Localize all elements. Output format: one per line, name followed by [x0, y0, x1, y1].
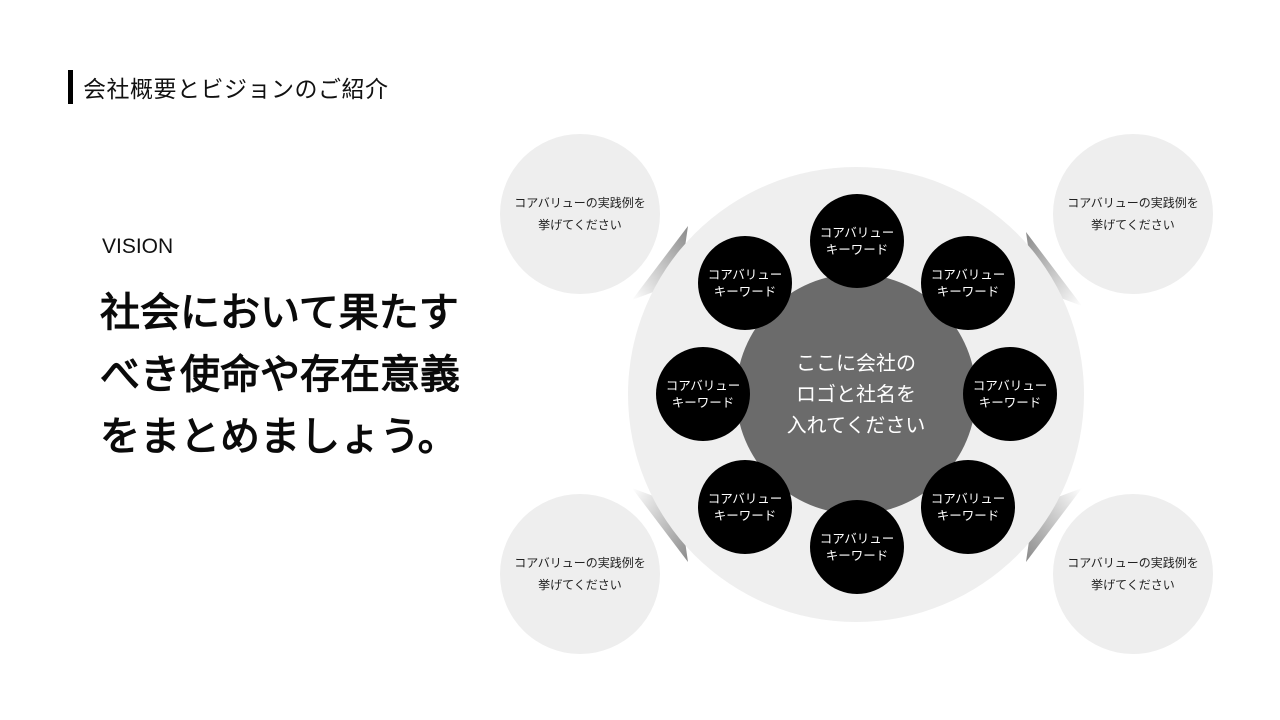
example-text: 挙げてください — [1091, 578, 1175, 592]
example-text: コアバリューの実践例を — [1067, 556, 1199, 570]
keyword-circle-top-left: コアバリュー キーワード — [698, 236, 792, 330]
center-text: 入れてください — [786, 412, 926, 437]
keyword-text: キーワード — [825, 548, 889, 563]
keyword-circle-top-right: コアバリュー キーワード — [921, 236, 1015, 330]
slide-title: 会社概要とビジョンのご紹介 — [83, 77, 389, 103]
vision-line: べき使命や存在意義 — [100, 352, 460, 398]
keyword-circle-bottom: コアバリュー キーワード — [810, 500, 904, 594]
example-text: コアバリューの実践例を — [514, 196, 646, 210]
example-bubble-top-right: コアバリューの実践例を 挙げてください — [1053, 134, 1213, 294]
keyword-text: キーワード — [936, 508, 1000, 523]
example-text: コアバリューの実践例を — [514, 556, 646, 570]
keyword-text: キーワード — [978, 395, 1042, 410]
keyword-circle-left: コアバリュー キーワード — [656, 347, 750, 441]
keyword-text: コアバリュー — [930, 267, 1006, 282]
keyword-circle-bottom-left: コアバリュー キーワード — [698, 460, 792, 554]
slide-header: 会社概要とビジョンのご紹介 — [68, 70, 389, 104]
vision-line: をまとめましょう。 — [100, 414, 458, 460]
example-text: 挙げてください — [1091, 218, 1175, 232]
keyword-text: コアバリュー — [665, 378, 741, 393]
keyword-text: コアバリュー — [707, 491, 783, 506]
keyword-circle-top: コアバリュー キーワード — [810, 194, 904, 288]
example-bubble-bottom-left: コアバリューの実践例を 挙げてください — [500, 494, 660, 654]
center-text: ロゴと社名を — [796, 381, 916, 406]
keyword-text: キーワード — [713, 508, 777, 523]
keyword-circle-right: コアバリュー キーワード — [963, 347, 1057, 441]
example-bubble-bottom-right: コアバリューの実践例を 挙げてください — [1053, 494, 1213, 654]
keyword-text: キーワード — [936, 284, 1000, 299]
vision-statement: 社会において果たす べき使命や存在意義 をまとめましょう。 — [100, 282, 520, 468]
example-text: 挙げてください — [538, 218, 622, 232]
keyword-text: キーワード — [713, 284, 777, 299]
keyword-text: コアバリュー — [972, 378, 1048, 393]
title-accent-bar — [68, 70, 73, 104]
vision-label: VISION — [102, 235, 174, 258]
example-bubble-top-left: コアバリューの実践例を 挙げてください — [500, 134, 660, 294]
keyword-text: コアバリュー — [930, 491, 1006, 506]
keyword-text: コアバリュー — [707, 267, 783, 282]
keyword-text: コアバリュー — [819, 531, 895, 546]
keyword-circle-bottom-right: コアバリュー キーワード — [921, 460, 1015, 554]
keyword-text: キーワード — [671, 395, 735, 410]
keyword-text: コアバリュー — [819, 225, 895, 240]
keyword-text: キーワード — [825, 242, 889, 257]
center-text: ここに会社の — [796, 350, 916, 375]
vision-line: 社会において果たす — [100, 290, 459, 336]
example-text: コアバリューの実践例を — [1067, 196, 1199, 210]
example-text: 挙げてください — [538, 578, 622, 592]
